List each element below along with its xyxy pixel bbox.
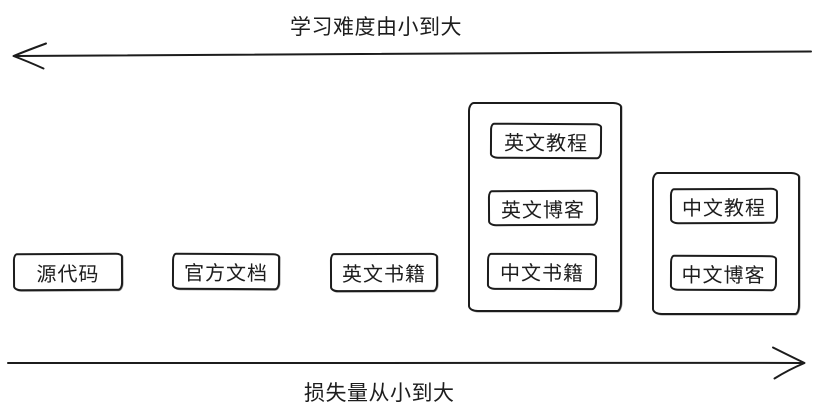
top-arrow-left [12,42,812,70]
box-source-code: 源代码 [12,252,124,292]
bottom-arrow-right [7,346,806,380]
box-english-blogs-label: 英文博客 [500,197,586,222]
box-english-tutorials-label: 英文教程 [503,130,589,155]
box-chinese-tutorials: 中文教程 [669,187,779,225]
group-box-right: 中文教程 中文博客 [652,172,800,315]
bottom-arrow-head [772,346,806,380]
box-chinese-blogs: 中文博客 [669,254,778,292]
box-official-docs: 官方文档 [171,252,281,291]
box-english-tutorials: 英文教程 [489,122,603,160]
top-axis-label: 学习难度由小到大 [290,15,462,39]
top-arrow-head [12,42,47,70]
box-chinese-blogs-label: 中文博客 [681,262,766,287]
box-chinese-books-label: 中文书籍 [499,260,585,286]
group-box-middle: 英文教程 英文博客 中文书籍 [468,102,622,312]
top-arrow-line [14,50,812,57]
box-source-code-label: 源代码 [36,261,100,286]
bottom-axis-label: 损失量从小到大 [304,381,455,405]
box-english-books-label: 英文书籍 [341,261,427,287]
box-english-books: 英文书籍 [329,252,439,293]
box-chinese-tutorials-label: 中文教程 [681,195,767,220]
box-official-docs-label: 官方文档 [183,260,269,286]
box-english-blogs: 英文博客 [487,189,599,227]
box-chinese-books: 中文书籍 [486,252,598,291]
